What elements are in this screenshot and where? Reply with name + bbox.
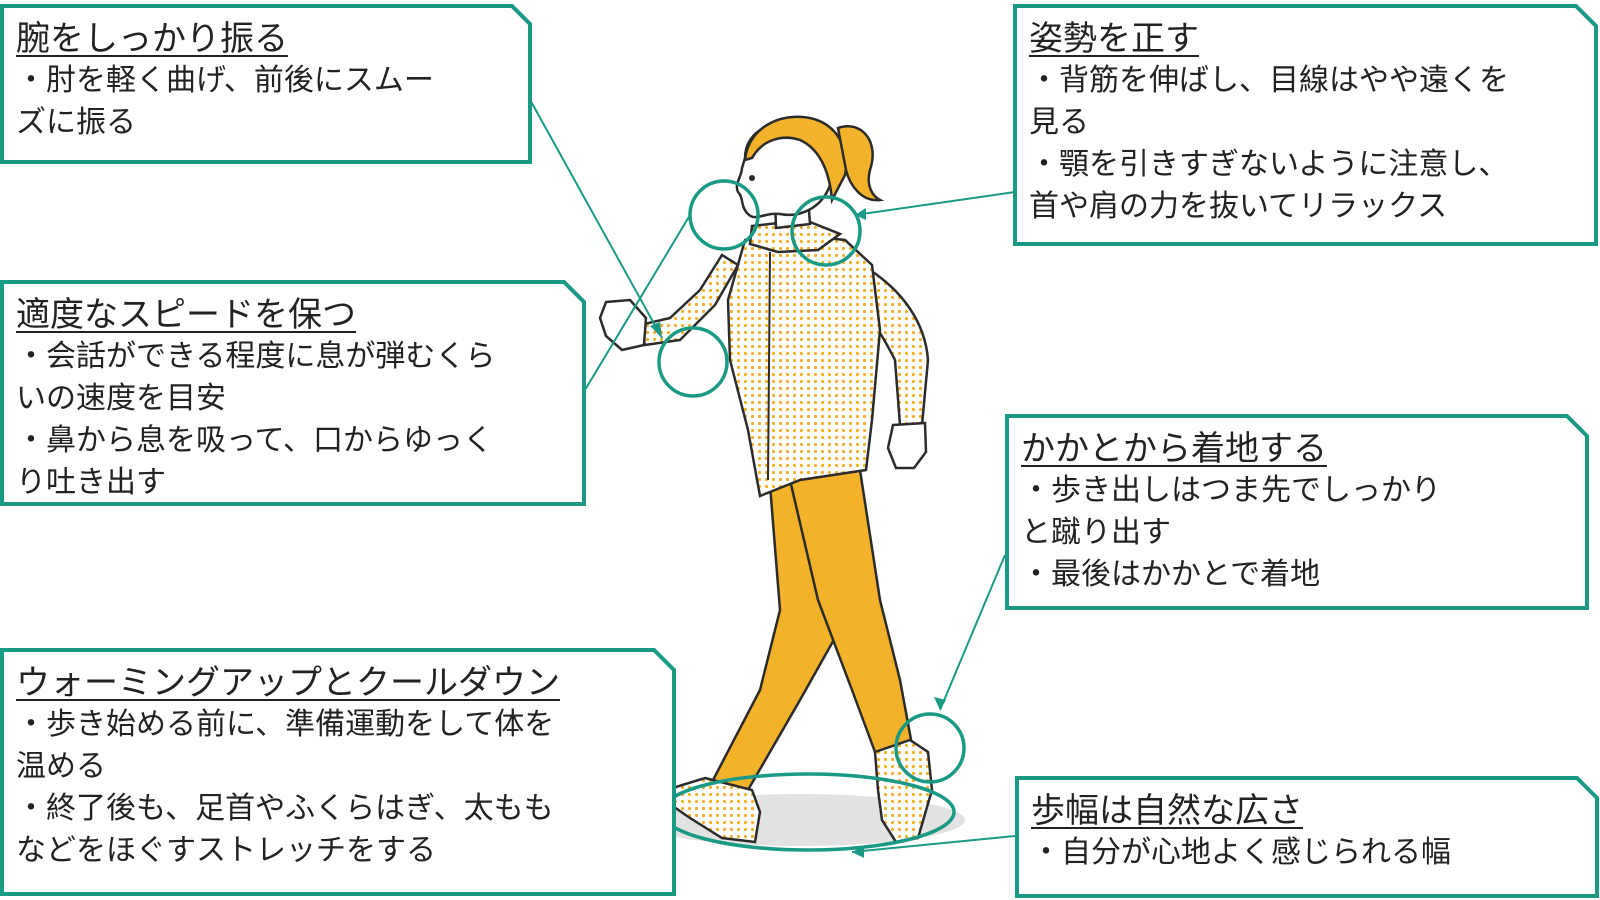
tip-line: ・鼻から息を吸って、口からゆっく	[16, 423, 493, 458]
tip-line: ・自分が心地よく感じられる幅	[1031, 835, 1451, 870]
tip-box-border	[1015, 776, 1599, 898]
tip-box-heel-strike: かかとから着地する ・歩き出しはつま先でしっかり と蹴り出す ・最後はかかとで着…	[1005, 414, 1589, 610]
ponytail	[836, 125, 885, 202]
zipper	[767, 251, 771, 481]
tip-line: 見る	[1029, 105, 1089, 140]
tip-line: 首や肩の力を抜いてリラックス	[1029, 189, 1448, 224]
tip-line: ・歩き出しはつま先でしっかり	[1021, 473, 1441, 508]
highlight-circle-neck	[790, 195, 862, 267]
back-hand	[886, 421, 928, 470]
tip-line: ・背筋を伸ばし、目線はやや遠くを	[1029, 63, 1509, 98]
tip-line: ・歩き始める前に、準備運動をして体を	[16, 707, 555, 742]
tip-box-border	[1013, 4, 1598, 246]
tip-line: ・終了後も、足首やふくらはぎ、太もも	[16, 791, 554, 826]
tip-line: ・最後はかかとで着地	[1021, 557, 1321, 592]
tip-line: と蹴り出す	[1021, 515, 1171, 550]
tip-box-stride: 歩幅は自然な広さ ・自分が心地よく感じられる幅	[1015, 776, 1599, 898]
highlight-circle-chin	[688, 179, 760, 251]
tip-line: ・顎を引きすぎないように注意し、	[1029, 147, 1509, 182]
tip-title: かかとから着地する	[1021, 429, 1327, 469]
tip-box-border	[0, 280, 586, 506]
highlight-circle-elbow	[657, 326, 729, 398]
highlight-circle-heel	[894, 712, 966, 784]
tip-box-border	[0, 4, 532, 164]
tip-box-arm-swing: 腕をしっかり振る ・肘を軽く曲げ、前後にスムー ズに振る	[0, 4, 532, 164]
tip-title: 適度なスピードを保つ	[16, 295, 356, 335]
tip-box-border	[1005, 414, 1589, 610]
tip-line: 温める	[16, 749, 106, 784]
tip-line: ・会話ができる程度に息が弾むくら	[16, 339, 496, 374]
tip-title: ウォーミングアップとクールダウン	[16, 663, 560, 703]
connector-lines	[527, 95, 1016, 853]
tip-box-speed: 適度なスピードを保つ ・会話ができる程度に息が弾むくら いの速度を目安 ・鼻から…	[0, 280, 586, 506]
tip-line: いの速度を目安	[16, 381, 226, 416]
tip-box-warmup-cooldown: ウォーミングアップとクールダウン ・歩き始める前に、準備運動をして体を 温める …	[0, 648, 676, 896]
tip-title: 姿勢を正す	[1029, 19, 1199, 59]
eye	[749, 175, 755, 181]
tip-line: ・肘を軽く曲げ、前後にスムー	[16, 63, 434, 98]
tip-box-border	[0, 648, 676, 896]
jacket	[726, 233, 882, 498]
tip-line: り吐き出す	[16, 465, 166, 500]
tip-box-posture: 姿勢を正す ・背筋を伸ばし、目線はやや遠くを 見る ・顎を引きすぎないように注意…	[1013, 4, 1598, 246]
tip-title: 腕をしっかり振る	[16, 19, 288, 59]
hair	[743, 115, 848, 205]
tip-line: ズに振る	[16, 105, 136, 140]
tip-line: などをほぐすストレッチをする	[16, 833, 436, 868]
front-arm	[638, 253, 740, 347]
tip-title: 歩幅は自然な広さ	[1031, 791, 1303, 831]
